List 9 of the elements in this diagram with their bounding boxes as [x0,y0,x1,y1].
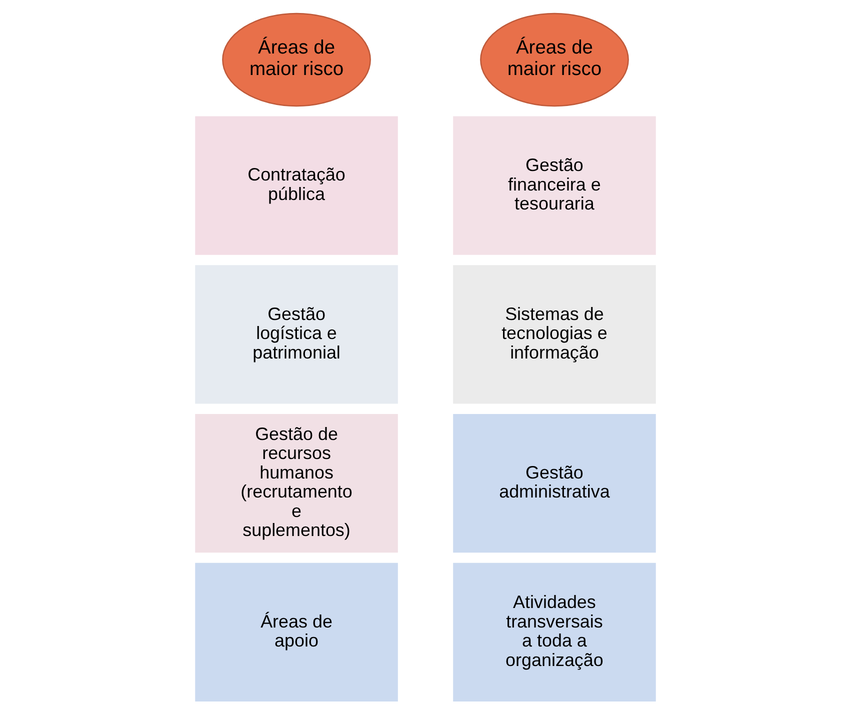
node-box: Gestão logística e patrimonial [194,265,398,404]
node-box: Gestão administrativa [452,414,656,553]
node-box: Gestão financeira e tesouraria [452,116,656,255]
node-box: Gestão de recursos humanos (recrutamento e suplementos) [194,414,398,553]
node-box: Áreas de apoio [194,562,398,702]
node-box: Contratação pública [194,116,398,255]
node-box: Atividades transversais a toda a organização [452,562,656,702]
node-ellipse: Áreas de maior risco [222,12,370,107]
node-ellipse: Áreas de maior risco [480,12,628,107]
